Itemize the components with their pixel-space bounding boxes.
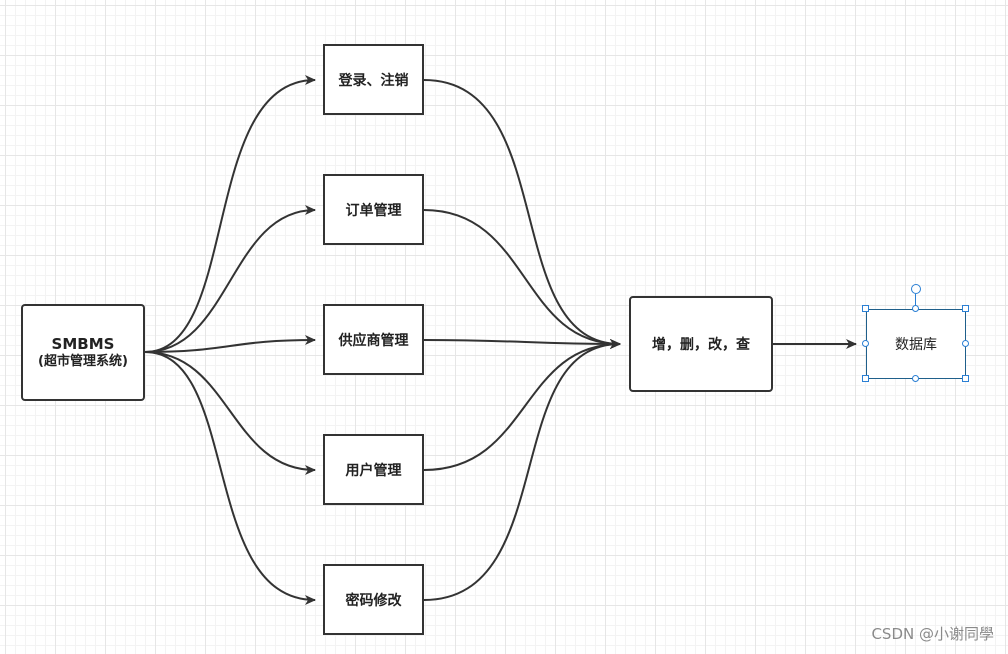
node-smbms[interactable]: SMBMS (超市管理系统)	[21, 304, 145, 401]
rotate-handle[interactable]	[911, 284, 921, 294]
edge-password-to-crud[interactable]	[423, 339, 621, 601]
edge-source-to-users[interactable]	[144, 351, 316, 475]
node-order-management[interactable]: 订单管理	[323, 174, 424, 245]
resize-handle-top-left[interactable]	[862, 305, 869, 312]
edge-source-to-password[interactable]	[144, 351, 316, 605]
node-order-management-label: 订单管理	[345, 202, 402, 219]
node-smbms-title: SMBMS	[51, 334, 115, 353]
node-crud[interactable]: 增，删，改，查	[629, 296, 773, 392]
node-supplier-management[interactable]: 供应商管理	[323, 304, 424, 375]
resize-handle-left[interactable]	[862, 340, 869, 347]
resize-handle-top-right[interactable]	[962, 305, 969, 312]
node-login-logout[interactable]: 登录、注销	[323, 44, 424, 115]
node-crud-label: 增，删，改，查	[652, 337, 750, 353]
resize-handle-right[interactable]	[962, 340, 969, 347]
edge-source-to-suppliers[interactable]	[144, 335, 316, 353]
edge-orders-to-crud[interactable]	[423, 209, 621, 349]
resize-handle-bottom-left[interactable]	[862, 375, 869, 382]
resize-handle-top[interactable]	[912, 305, 919, 312]
node-login-logout-label: 登录、注销	[338, 72, 409, 89]
resize-handle-bottom[interactable]	[912, 375, 919, 382]
node-password-change[interactable]: 密码修改	[323, 564, 424, 635]
rotate-handle-stem	[915, 294, 916, 306]
node-password-change-label: 密码修改	[345, 592, 402, 609]
node-user-management-label: 用户管理	[345, 462, 402, 479]
node-supplier-management-label: 供应商管理	[338, 332, 409, 349]
edge-login-to-crud[interactable]	[423, 79, 621, 349]
edge-users-to-crud[interactable]	[423, 339, 621, 471]
node-database[interactable]: 数据库	[866, 309, 966, 379]
resize-handle-bottom-right[interactable]	[962, 375, 969, 382]
edge-source-to-login[interactable]	[144, 75, 316, 353]
node-user-management[interactable]: 用户管理	[323, 434, 424, 505]
edge-suppliers-to-crud[interactable]	[423, 338, 621, 349]
edge-source-to-orders[interactable]	[144, 205, 316, 353]
node-smbms-subtitle: (超市管理系统)	[38, 353, 128, 369]
node-database-label: 数据库	[895, 337, 937, 353]
watermark: CSDN @小谢同學	[871, 625, 994, 643]
